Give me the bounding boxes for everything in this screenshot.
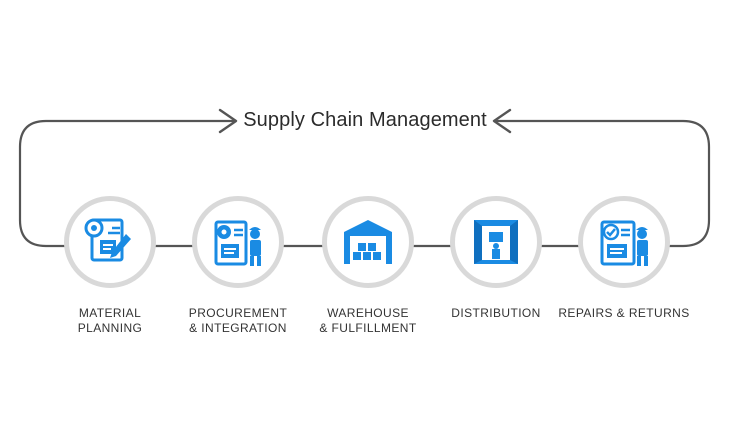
step-label: WAREHOUSE& FULFILLMENT: [319, 306, 417, 335]
step-distribution: DISTRIBUTION: [421, 196, 571, 321]
warehouse-icon: [344, 220, 392, 264]
procurement-worker-icon: [214, 220, 261, 266]
step-circle: [64, 196, 156, 288]
delivery-truck-icon: [474, 220, 518, 264]
arrow-left-icon: [218, 108, 238, 134]
step-warehouse-fulfillment: WAREHOUSE& FULFILLMENT: [293, 196, 443, 336]
repair-technician-icon: [600, 220, 648, 266]
step-procurement-integration: PROCUREMENT& INTEGRATION: [163, 196, 313, 336]
step-circle: [450, 196, 542, 288]
step-circle: [322, 196, 414, 288]
step-label: PROCUREMENT& INTEGRATION: [188, 306, 288, 335]
diagram-title: Supply Chain Management: [243, 109, 487, 131]
step-circle: [578, 196, 670, 288]
step-label: REPAIRS & RETURNS: [558, 306, 690, 320]
planning-document-icon: [84, 218, 131, 262]
step-label: DISTRIBUTION: [451, 306, 541, 320]
step-repairs-returns: REPAIRS & RETURNS: [549, 196, 699, 321]
step-circle: [192, 196, 284, 288]
arrow-right-icon: [492, 108, 512, 134]
